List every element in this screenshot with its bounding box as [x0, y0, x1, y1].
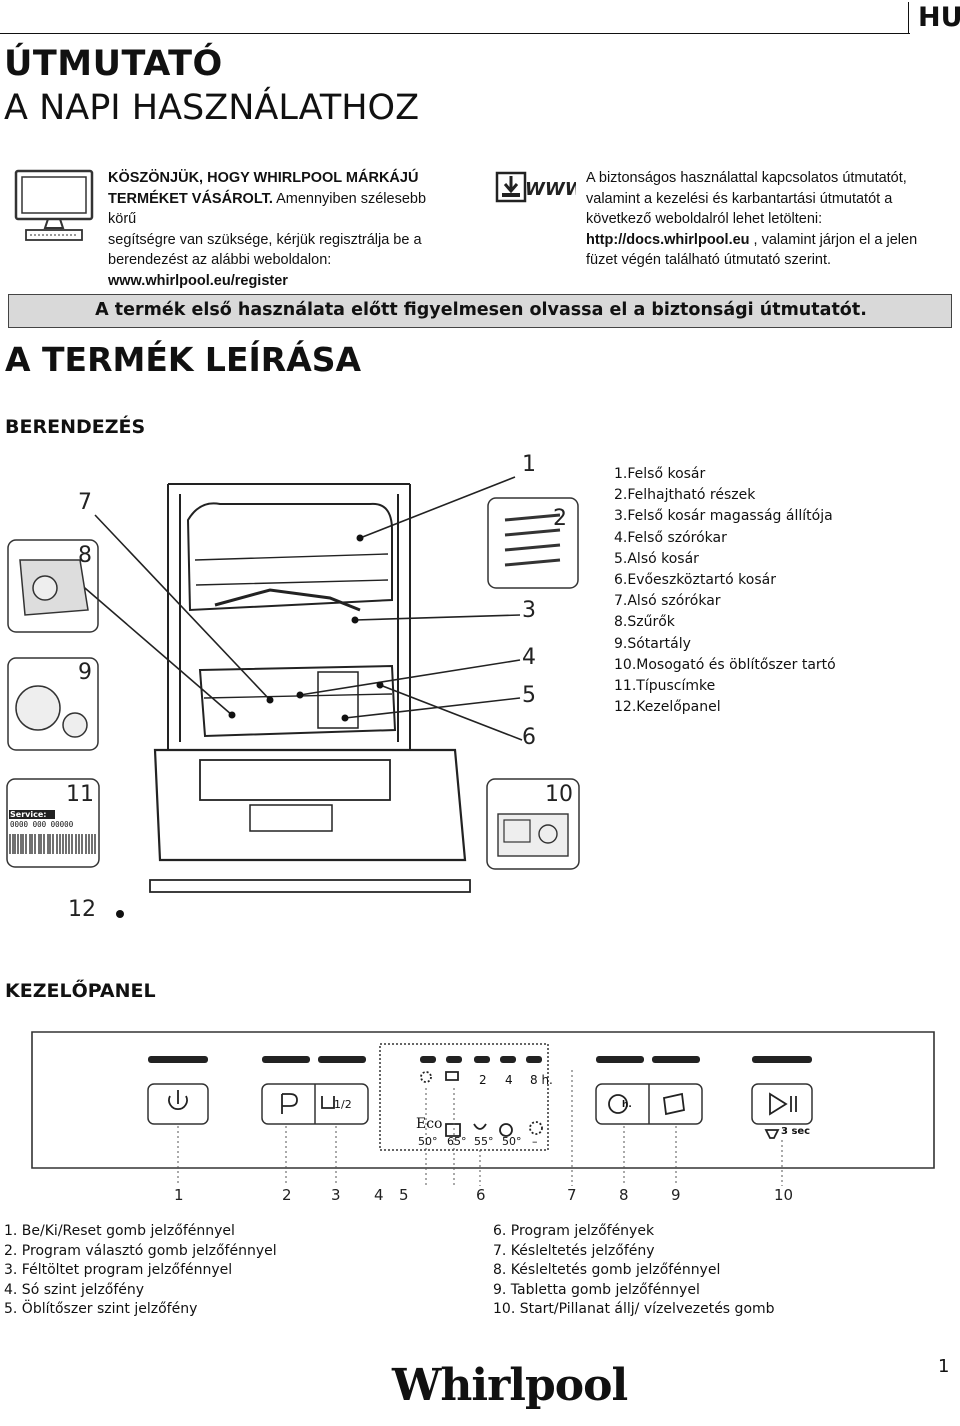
label-3: 3	[522, 598, 536, 623]
delay-symbol: h.	[622, 1100, 632, 1110]
panel-legend-item: 3. Féltöltet program jelzőfénnyel	[4, 1262, 233, 1278]
panel-legend-item: 4. Só szint jelzőfény	[4, 1281, 145, 1298]
label-6: 6	[522, 725, 536, 750]
intro-text-4: berendezést az alábbi weboldalon:	[108, 252, 332, 268]
label-1: 1	[522, 452, 536, 477]
appliance-heading: BERENDEZÉS	[5, 416, 146, 438]
panel-legend-item: 10. Start/Pillanat állj/ vízelvezetés go…	[493, 1301, 775, 1317]
legend-item: 12.Kezelőpanel	[614, 699, 721, 716]
page-title: ÚTMUTATÓ	[4, 44, 223, 84]
half-load-label: 1/2	[334, 1098, 352, 1111]
panel-num-10: 10	[774, 1186, 794, 1204]
panel-legend-left: 1. Be/Ki/Reset gomb jelzőfénnyel 2. Prog…	[4, 1222, 277, 1320]
legend-item: 1.Felső kosár	[614, 466, 706, 482]
label-10: 10	[545, 782, 573, 807]
temp-3: 55°	[474, 1135, 494, 1148]
temp-1: 50°	[418, 1135, 438, 1148]
panel-legend-right: 6. Program jelzőfények 7. Késleltetés je…	[493, 1222, 775, 1320]
page-number: 1	[938, 1356, 950, 1377]
panel-num-3: 3	[331, 1186, 341, 1204]
panel-legend-item: 9. Tabletta gomb jelzőfénnyel	[493, 1281, 700, 1298]
panel-num-2: 2	[282, 1186, 292, 1204]
whirlpool-logo: Whirlpool	[392, 1360, 628, 1411]
label-7: 7	[78, 490, 92, 515]
drain-label: 3 sec	[781, 1126, 811, 1137]
panel-legend-item: 6. Program jelzőfények	[493, 1223, 655, 1239]
panel-num-7: 7	[567, 1186, 577, 1204]
legend-item: 3.Felső kosár magasság állítója	[614, 508, 833, 525]
panel-num-5: 5	[399, 1186, 409, 1204]
legend-item: 4.Felső szórókar	[614, 529, 727, 546]
label-2: 2	[553, 506, 567, 531]
legend-item: 10.Mosogató és öblítőszer tartó	[614, 656, 836, 673]
intro-thanks: KÖSZÖNJÜK, HOGY WHIRLPOOL MÁRKÁJÚ	[108, 170, 419, 186]
safety-warning-text: A termék első használata előtt figyelmes…	[95, 300, 867, 320]
label-5: 5	[522, 683, 536, 708]
rating-plate-inset	[6, 778, 100, 868]
temp-4: 50°	[502, 1135, 522, 1148]
panel-legend-item: 8. Késleltetés gomb jelzőfénnyel	[493, 1262, 721, 1278]
panel-num-6: 6	[476, 1186, 486, 1204]
label-8: 8	[78, 543, 92, 568]
service-label: Service:	[10, 810, 47, 819]
panel-num-4: 4	[374, 1186, 384, 1204]
service-number: 0000 000 00000	[10, 820, 74, 829]
appliance-legend: 1.Felső kosár 2.Felhajtható részek 3.Fel…	[614, 464, 836, 718]
delay-4: 4	[505, 1073, 513, 1087]
safety-warning-box: A termék első használata előtt figyelmes…	[8, 294, 952, 328]
intro-right-text: A biztonságos használattal kapcsolatos ú…	[586, 168, 936, 271]
intro-text-3: segítségre van szüksége, kérjük regisztr…	[108, 231, 422, 248]
label-4: 4	[522, 645, 536, 670]
intro-thanks-2: TERMÉKET VÁSÁROLT.	[108, 190, 273, 207]
panel-legend-item: 7. Késleltetés jelzőfény	[493, 1242, 655, 1259]
www-label: WWW	[525, 179, 576, 200]
label-11: 11	[66, 782, 94, 807]
legend-item: 5.Alsó kosár	[614, 550, 699, 567]
header-rule	[0, 33, 910, 34]
panel-legend-item: 1. Be/Ki/Reset gomb jelzőfénnyel	[4, 1223, 235, 1239]
language-tag: HU	[918, 2, 960, 33]
section-title: A TERMÉK LEÍRÁSA	[5, 340, 362, 379]
delay-8: 8 h.	[530, 1073, 553, 1087]
control-panel-diagram	[31, 1031, 935, 1186]
intro-left-text: KÖSZÖNJÜK, HOGY WHIRLPOOL MÁRKÁJÚ TERMÉK…	[108, 168, 428, 291]
dishwasher-diagram	[7, 476, 579, 893]
legend-item: 9.Sótartály	[614, 635, 691, 652]
legend-item: 8.Szűrők	[614, 614, 675, 631]
panel-heading: KEZELŐPANEL	[5, 980, 156, 1002]
panel-num-9: 9	[671, 1186, 681, 1204]
label-12-pointer	[116, 910, 124, 918]
register-link[interactable]: www.whirlpool.eu/register	[108, 272, 288, 289]
panel-legend-item: 2. Program választó gomb jelzőfénnyel	[4, 1242, 277, 1259]
eco-label: Eco	[416, 1116, 443, 1132]
docs-text-1: A biztonságos használattal kapcsolatos ú…	[586, 170, 907, 186]
page-subtitle: A NAPI HASZNÁLATHOZ	[4, 88, 420, 128]
legend-item: 11.Típuscímke	[614, 678, 716, 695]
docs-text-4: , valamint járjon el a jelen	[749, 231, 918, 248]
header-divider	[908, 2, 909, 34]
legend-item: 2.Felhajtható részek	[614, 487, 756, 504]
docs-text-3: következő weboldalról lehet letölteni:	[586, 211, 823, 227]
download-www-icon: WWW	[495, 171, 576, 203]
delay-2: 2	[479, 1073, 487, 1087]
detergent-dispenser-inset	[486, 778, 580, 870]
intro-text-2: Amennyiben szélesebb körű	[108, 190, 427, 228]
legend-item: 6.Evőeszköztartó kosár	[614, 572, 776, 589]
label-12: 12	[68, 897, 96, 922]
computer-icon	[14, 169, 94, 241]
temp-5: –	[532, 1135, 538, 1148]
panel-legend-item: 5. Öblítőszer szint jelzőfény	[4, 1301, 198, 1317]
panel-num-8: 8	[619, 1186, 629, 1204]
panel-num-1: 1	[174, 1186, 184, 1204]
temp-2: 65°	[447, 1135, 467, 1148]
docs-text-5: füzet végén található útmutató szerint.	[586, 252, 832, 268]
docs-link[interactable]: http://docs.whirlpool.eu	[586, 231, 750, 248]
docs-text-2: valamint a kezelési és karbantartási útm…	[586, 190, 893, 207]
label-9: 9	[78, 660, 92, 685]
legend-item: 7.Alsó szórókar	[614, 593, 721, 610]
